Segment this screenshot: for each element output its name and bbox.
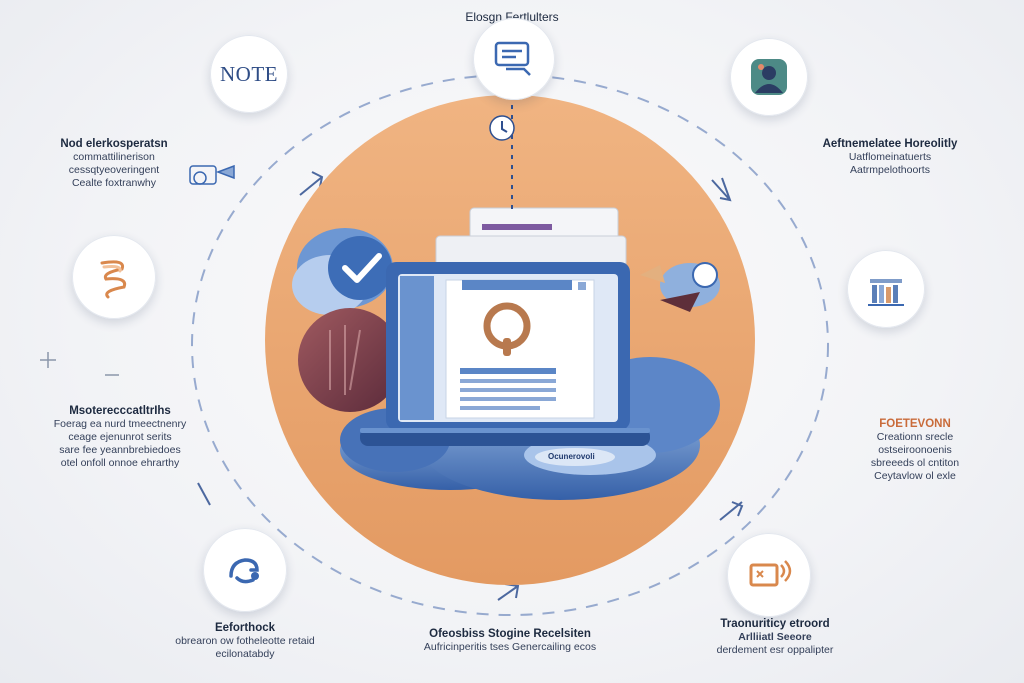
label-bottom-right: Traonuriticy etroord Arlliiatl Seeore de… — [680, 618, 870, 657]
label-top-left: Nod elerkosperatsn commattilinerison ces… — [24, 138, 204, 190]
diagram-title: Elosgn Fеrtlulters — [465, 10, 559, 24]
label-bottom-right-line-1: Arlliiatl Seeore — [738, 631, 812, 643]
user-photo-node — [730, 38, 808, 116]
label-bottom-left-line-2: ecilonatabdy — [215, 648, 275, 660]
label-right-line-2: ostseiroonoenis — [878, 444, 952, 456]
document-node — [473, 18, 555, 100]
label-bottom-left-title: Eeforthock — [214, 622, 276, 634]
label-left-title: MsoterecccatltrIhs — [69, 405, 171, 417]
right-cloud — [640, 262, 720, 312]
label-left-line-3: sare fee yeannbrebiedoes — [59, 444, 181, 456]
signal-card-node — [727, 533, 811, 617]
label-top-left-line-3: Cealte foxtranwhy — [71, 177, 157, 189]
label-right-line-4: Ceytavlow ol exle — [874, 470, 956, 482]
label-bottom-left: Eeforthock obrearon ow fotheleotte retai… — [140, 622, 350, 661]
label-top-right-line-2: Aatrmpelothoorts — [850, 164, 930, 176]
laptop — [360, 262, 650, 446]
maroon-disc — [298, 308, 402, 412]
label-left-line-4: otel onfoll onnoe ehrarthy — [60, 457, 180, 469]
note-icon: NOTE — [220, 61, 278, 86]
label-left-line-2: ceage ejenunrot serits — [68, 431, 172, 443]
top-connector — [489, 95, 515, 210]
label-left-line-1: Foerag ea nurd tmeectnenry — [53, 418, 187, 430]
hand-node — [203, 528, 287, 612]
center-badge-text: Ocunerovoli — [548, 452, 595, 461]
label-top-right: Aeftnemelatee Horeolitly Uatflomeinatuer… — [790, 138, 990, 177]
label-bottom-center-line-1: Aufricinperitis tses Genercailing ecos — [423, 641, 597, 653]
small-connector-icons — [40, 164, 235, 376]
check-cloud — [292, 228, 393, 315]
coil-spring-icon — [100, 260, 127, 299]
label-bottom-right-title: Traonuriticy etroord — [720, 618, 830, 630]
label-right-title: FOETEVONN — [879, 418, 951, 430]
label-right: FOETEVONN Creationn srecle ostseiroonoen… — [825, 418, 1005, 483]
signal-card-icon — [749, 560, 792, 587]
user-photo-icon — [751, 59, 787, 95]
label-bottom-left-line-1: obrearon ow fotheleotte retaid — [175, 635, 315, 647]
coil-node — [72, 235, 156, 319]
label-bottom-right-line-2: derdement esr oppalipter — [716, 644, 834, 656]
label-right-line-3: sbreeeds ol cntiton — [870, 457, 960, 469]
label-left: MsoterecccatltrIhs Foerag ea nurd tmeect… — [20, 405, 220, 470]
note-node: NOTE — [210, 35, 288, 113]
label-top-left-line-1: commattilinerison — [73, 151, 155, 163]
label-right-line-1: Creationn srecle — [876, 431, 954, 443]
bookshelf-icon — [868, 279, 904, 306]
bookshelf-node — [847, 250, 925, 328]
label-top-left-line-2: cessqtyeoveringent — [68, 164, 160, 176]
hand-drag-icon — [229, 558, 259, 584]
label-top-right-line-1: Uatflomeinatuerts — [848, 151, 932, 163]
label-top-right-title: Aeftnemelatee Horeolitly — [822, 138, 958, 150]
label-top-left-title: Nod elerkosperatsn — [60, 138, 168, 150]
label-bottom-center-title: Ofeosbiss Stogine Recelsiten — [429, 628, 591, 640]
document-icon — [494, 41, 531, 76]
label-bottom-center: Ofeosbiss Stogine Recelsiten Aufricinper… — [390, 628, 630, 654]
